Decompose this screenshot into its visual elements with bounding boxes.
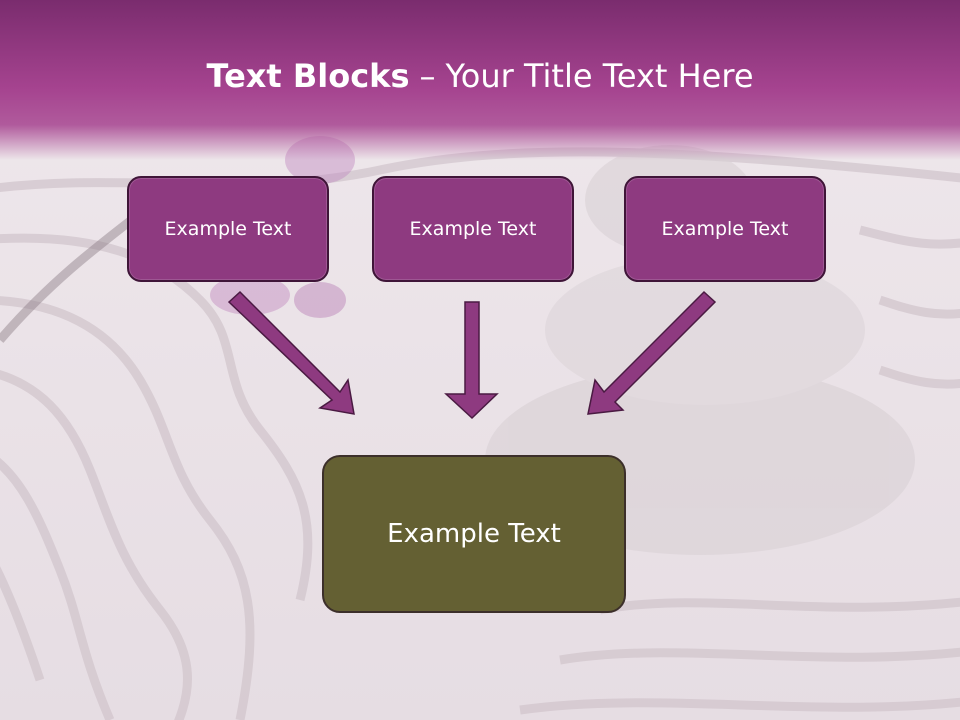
title-rest: Your Title Text Here — [445, 57, 754, 95]
title-bar — [0, 0, 960, 160]
text-block-top-center: Example Text — [372, 176, 574, 282]
text-block-label: Example Text — [164, 218, 292, 240]
text-block-top-left: Example Text — [127, 176, 329, 282]
text-block-label: Example Text — [661, 218, 789, 240]
title-dash: – — [419, 57, 436, 95]
sand-ripples — [0, 147, 960, 720]
title-bold: Text Blocks — [206, 57, 410, 95]
text-block-top-right: Example Text — [624, 176, 826, 282]
text-block-bottom-center: Example Text — [322, 455, 626, 613]
text-block-label: Example Text — [387, 519, 561, 549]
slide-title: Text Blocks – Your Title Text Here — [0, 52, 960, 100]
text-block-label: Example Text — [409, 218, 537, 240]
